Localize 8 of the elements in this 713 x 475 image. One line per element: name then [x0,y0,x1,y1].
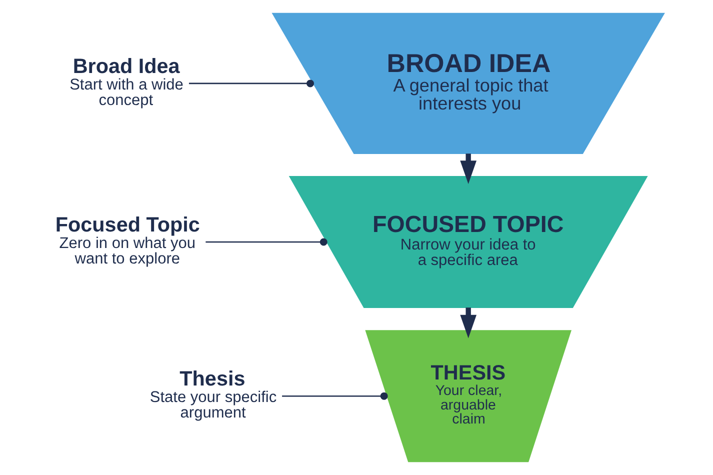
connector [282,392,388,400]
connector [205,238,327,246]
connector [188,80,314,88]
arrow [460,154,476,184]
node-text: Focused Topic Zero in on what you want to explore [54,213,200,268]
node-text: Thesis State your specific argument [149,367,276,422]
node-text: Broad Idea Start with a wide concept [69,54,183,109]
arrow [460,308,476,338]
